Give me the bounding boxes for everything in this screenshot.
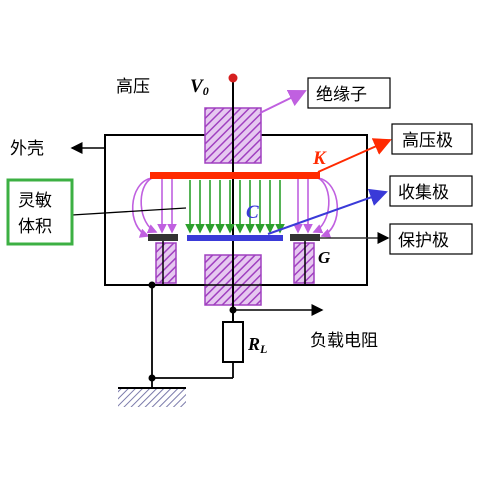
guard-junction-dot (148, 281, 156, 289)
guard-electrode-label-box (389, 223, 473, 255)
collector-label-box (389, 175, 473, 207)
rl-subscript: L (259, 342, 267, 356)
collector-pointer-arrow (267, 188, 388, 235)
left-guard-electrode (148, 234, 178, 241)
fringe-field-lines (131, 177, 339, 238)
v0-symbol: V0 (190, 76, 209, 98)
v0-main: V (190, 76, 204, 97)
terminal-dot-icon (228, 73, 238, 83)
sensitive-volume-label-line1: 灵敏 (18, 191, 52, 211)
collector-plate (187, 235, 283, 241)
left-guard-support (155, 242, 177, 284)
high-voltage-electrode-label-box (391, 123, 473, 155)
collector-label: 收集极 (398, 183, 449, 203)
load-resistor-body (222, 321, 244, 363)
insulator-label-box (307, 77, 391, 109)
g-symbol: G (318, 248, 331, 267)
shell-label: 外壳 (10, 139, 44, 159)
uniform-field-lines (185, 180, 285, 234)
high-voltage-electrode-label: 高压极 (402, 131, 453, 151)
v0-subscript: 0 (203, 84, 209, 98)
sensitive-volume-label-line2: 体积 (18, 217, 52, 237)
k-symbol: K (312, 148, 327, 169)
right-guard-electrode (290, 234, 320, 241)
insulator-label: 绝缘子 (316, 85, 367, 105)
sensitive-volume-label-box (6, 178, 74, 246)
load-resistor-label: 负载电阻 (310, 331, 378, 351)
ground-symbol-icon (118, 378, 186, 407)
guard-electrode-label: 保护极 (398, 231, 449, 251)
c-symbol: C (246, 202, 259, 223)
high-voltage-label: 高压 (116, 77, 150, 97)
right-guard-support (293, 242, 315, 284)
sensitive-volume-pointer-line (71, 207, 187, 216)
insulator-pointer-arrow (259, 89, 307, 114)
high-voltage-electrode-plate (150, 172, 320, 179)
rl-symbol: RL (247, 334, 267, 356)
rl-main: R (247, 334, 260, 354)
high-voltage-electrode-pointer-arrow (317, 138, 392, 173)
